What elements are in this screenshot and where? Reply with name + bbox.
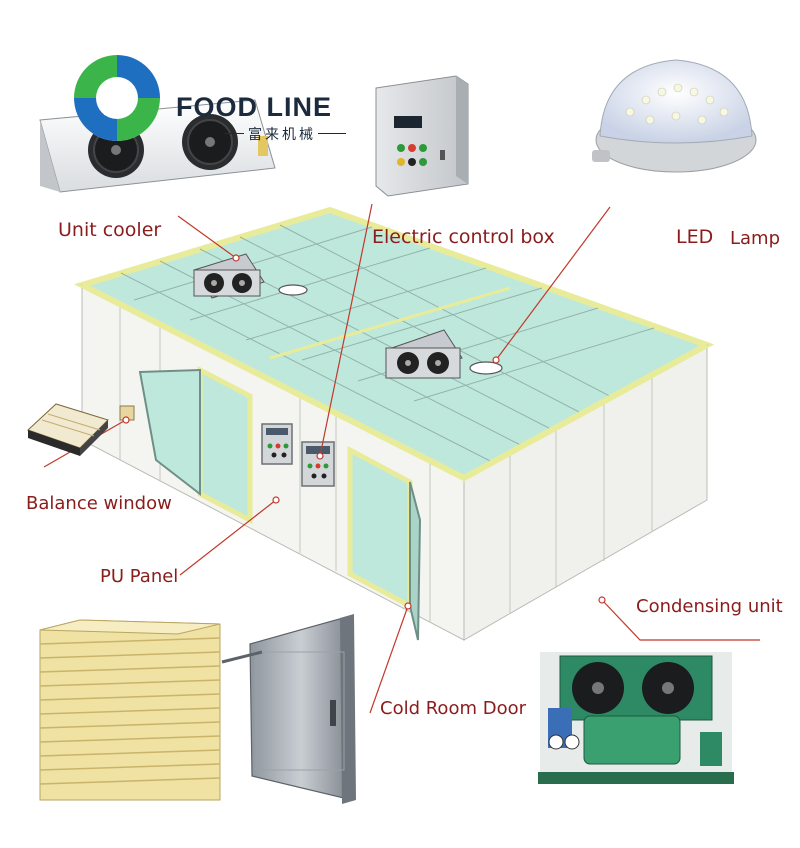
- condensing-unit-photo: [538, 652, 734, 784]
- label-electric-control-box: Electric control box: [372, 226, 555, 248]
- food-line-logo: [74, 55, 160, 141]
- leader-dots: [122, 254, 606, 610]
- cold-room-door-photo: [221, 614, 356, 804]
- roof-led-lamp-1: [278, 284, 308, 296]
- label-pu-panel: PU Panel: [100, 566, 179, 587]
- brand-subtitle: 富来机械: [248, 127, 316, 143]
- roof-divider: [269, 286, 511, 360]
- label-unit-cooler: Unit cooler: [58, 219, 162, 241]
- electric-control-box-photo: [375, 75, 469, 197]
- brand-name: FOOD LINE: [176, 92, 332, 122]
- label-lamp: Lamp: [730, 228, 781, 249]
- label-led: LED: [676, 226, 714, 248]
- label-balance-window: Balance window: [26, 493, 172, 514]
- led-lamp-photo: [592, 59, 757, 173]
- roof-edge-frame: [80, 282, 709, 482]
- wall-control-box-2: [301, 441, 335, 487]
- balance-window-photo: [27, 403, 109, 456]
- roof-unit-cooler-1: [193, 253, 265, 299]
- brand-subtitle-rule-right: [318, 133, 346, 134]
- cold-room-door-frame: [347, 445, 422, 641]
- label-cold-room-door: Cold Room Door: [380, 698, 526, 719]
- cold-room: [73, 206, 715, 641]
- side-wall-seams: [509, 375, 653, 614]
- wall-control-box-1: [261, 423, 293, 465]
- brand-subtitle-rule-left: [224, 133, 244, 134]
- roof-led-lamp-2: [469, 361, 503, 375]
- label-condensing-unit: Condensing unit: [636, 596, 783, 617]
- pu-panel-stack: [39, 619, 221, 801]
- leader-lines: [43, 203, 760, 714]
- roof-unit-cooler-2: [385, 329, 463, 379]
